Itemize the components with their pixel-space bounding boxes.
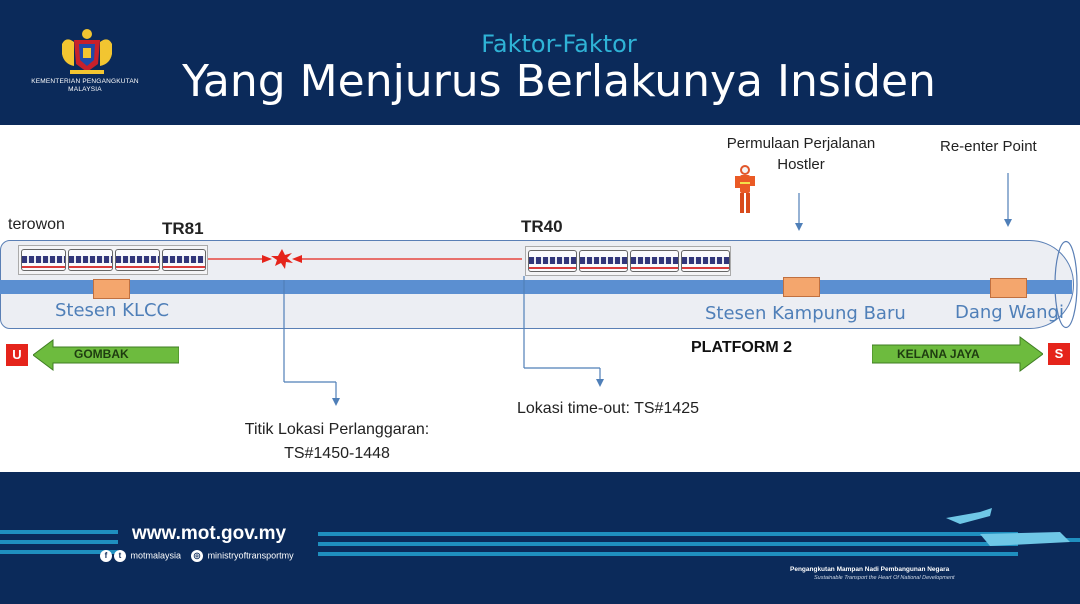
train-tr81: [18, 245, 208, 275]
footer-tagline: Pengangkutan Mampan Nadi Pembangunan Neg…: [790, 566, 950, 573]
direction-left-label: GOMBAK: [74, 347, 129, 361]
hostler-start-label: Permulaan Perjalanan Hostler: [726, 135, 876, 173]
direction-right-label: KELANA JAYA: [897, 347, 980, 361]
page-title: Yang Menjurus Berlakunya Insiden: [182, 56, 936, 107]
collision-burst-icon: [271, 249, 293, 269]
ship-icon: [980, 532, 1070, 546]
plane-icon: [946, 508, 992, 524]
platform-klcc: [93, 279, 130, 299]
arrow-left-gombak-icon: [33, 339, 179, 371]
pointer-arrows: [795, 173, 1012, 231]
platform-label: PLATFORM 2: [691, 339, 793, 356]
collision-point-label: Titik Lokasi Perlanggaran: TS#1450-1448: [244, 421, 430, 462]
station-klcc-label: Stesen KLCC: [55, 300, 170, 321]
train-tr40-label: TR40: [521, 217, 563, 236]
header: KEMENTERIAN PENGANGKUTAN MALAYSIA Faktor…: [0, 0, 1080, 125]
collision-arrows: [208, 249, 604, 406]
station-dang-wangi-label: Dang Wangi: [955, 302, 1064, 323]
platform-kampung-baru: [783, 277, 820, 297]
footer-stripes: [0, 508, 1080, 556]
ministry-name: KEMENTERIAN PENGANGKUTAN MALAYSIA: [31, 78, 139, 93]
station-kampung-baru-label: Stesen Kampung Baru: [705, 303, 906, 324]
twitter-icon[interactable]: t: [114, 550, 126, 562]
reenter-point-label: Re-enter Point: [940, 138, 1037, 155]
footer-tagline-en: Sustainable Transport the Heart Of Natio…: [814, 575, 955, 581]
social-handle-fb-twitter[interactable]: motmalaysia: [130, 550, 182, 561]
train-tr40: [525, 246, 731, 276]
direction-right-letter: S: [1048, 343, 1070, 365]
timeout-point-label: Lokasi time-out: TS#1425: [517, 400, 700, 417]
social-handle-instagram[interactable]: ministryoftransportmy: [207, 550, 294, 561]
incident-diagram: terowon g TR81 TR40 Permulaan Perjalanan…: [0, 125, 1080, 472]
platform-dang-wangi: [990, 278, 1027, 298]
page-subtitle: Faktor-Faktor: [481, 30, 637, 58]
instagram-icon[interactable]: ◎: [191, 550, 204, 562]
footer-url[interactable]: www.mot.gov.my: [132, 523, 287, 544]
facebook-icon[interactable]: f: [100, 550, 112, 562]
arrow-right-kelana-jaya-icon: [872, 336, 1043, 372]
worker-icon: [735, 165, 755, 213]
train-tr81-label: TR81: [162, 219, 204, 238]
direction-left-letter: U: [6, 344, 28, 366]
coat-of-arms-icon: [62, 29, 112, 74]
